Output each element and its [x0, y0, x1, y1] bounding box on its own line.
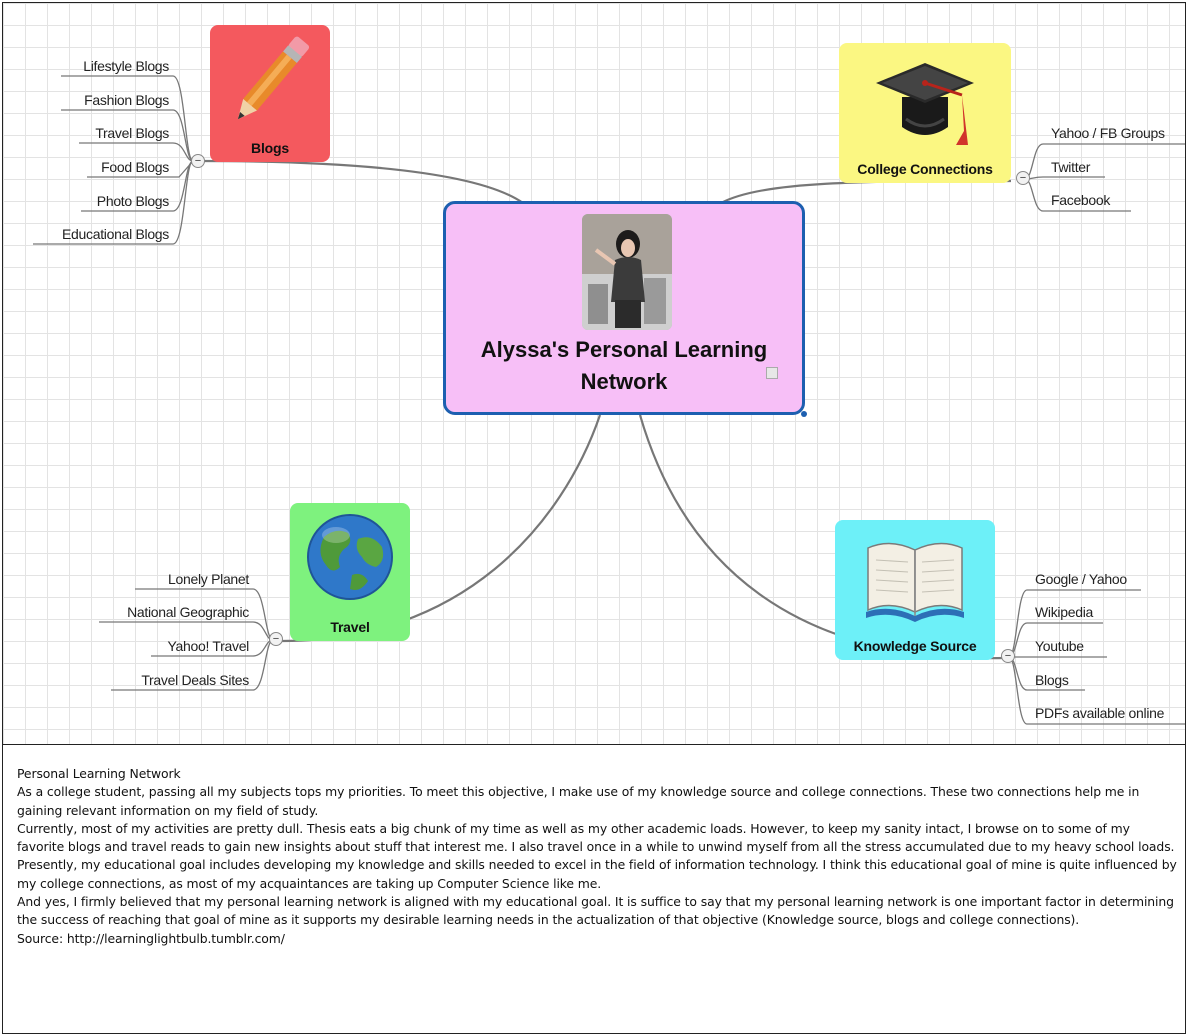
profile-photo	[582, 214, 672, 330]
blogs-item-food[interactable]: Food Blogs	[101, 159, 169, 175]
travel-item-yahoo-travel[interactable]: Yahoo! Travel	[167, 638, 250, 654]
resize-handle[interactable]	[801, 411, 807, 417]
topic-blogs-title: Blogs	[251, 140, 289, 156]
note-icon[interactable]	[766, 367, 778, 379]
central-title: Alyssa's Personal Learning Network	[446, 334, 802, 398]
description-heading: Personal Learning Network	[17, 766, 181, 781]
topic-college-connections[interactable]: College Connections	[839, 43, 1011, 183]
college-item-yahoo-fb-groups[interactable]: Yahoo / FB Groups	[1051, 125, 1165, 141]
blogs-sub-lines	[33, 75, 194, 245]
knowledge-item-blogs[interactable]: Blogs	[1035, 672, 1069, 688]
description-paragraph: Presently, my educational goal includes …	[17, 857, 1177, 891]
open-book-icon	[835, 526, 995, 626]
topic-travel-title: Travel	[330, 619, 370, 635]
travel-item-national-geographic[interactable]: National Geographic	[127, 604, 249, 620]
knowledge-item-google-yahoo[interactable]: Google / Yahoo	[1035, 571, 1127, 587]
travel-item-lonely-planet[interactable]: Lonely Planet	[168, 571, 249, 587]
travel-item-travel-deals-sites[interactable]: Travel Deals Sites	[141, 672, 249, 688]
description-paragraph: And yes, I firmly believed that my perso…	[17, 894, 1174, 928]
collapse-blogs-button[interactable]: −	[191, 154, 205, 168]
central-title-line2: Network	[580, 369, 668, 394]
collapse-college-button[interactable]: −	[1016, 171, 1030, 185]
college-item-facebook[interactable]: Facebook	[1051, 192, 1111, 208]
branch-blogs	[198, 159, 524, 204]
pencil-icon	[210, 31, 330, 131]
topic-blogs[interactable]: Blogs	[210, 25, 330, 162]
blogs-item-lifestyle[interactable]: Lifestyle Blogs	[83, 58, 169, 74]
description-paragraph: Currently, most of my activities are pre…	[17, 820, 1175, 855]
blogs-item-educational[interactable]: Educational Blogs	[62, 226, 169, 242]
knowledge-item-pdfs[interactable]: PDFs available online	[1035, 705, 1165, 721]
knowledge-item-wikipedia[interactable]: Wikipedia	[1035, 604, 1093, 620]
collapse-travel-button[interactable]: −	[269, 632, 283, 646]
topic-knowledge-source[interactable]: Knowledge Source	[835, 520, 995, 660]
collapse-knowledge-button[interactable]: −	[1001, 649, 1015, 663]
blogs-item-travel[interactable]: Travel Blogs	[95, 125, 169, 141]
description-paragraph: As a college student, passing all my sub…	[17, 784, 1140, 818]
description-source: Source: http://learninglightbulb.tumblr.…	[17, 930, 285, 946]
globe-icon	[290, 509, 410, 605]
college-item-twitter[interactable]: Twitter	[1051, 159, 1091, 175]
blogs-item-fashion[interactable]: Fashion Blogs	[84, 92, 169, 108]
branch-college	[720, 179, 1012, 204]
central-topic[interactable]: Alyssa's Personal Learning Network	[443, 201, 807, 417]
central-title-line1: Alyssa's Personal Learning	[480, 337, 768, 362]
topic-knowledge-title: Knowledge Source	[853, 638, 977, 654]
description-text: Personal Learning Network As a college s…	[17, 765, 1177, 948]
blogs-item-photo[interactable]: Photo Blogs	[96, 193, 170, 209]
graduation-cap-icon	[839, 49, 1011, 159]
topic-college-title: College Connections	[857, 161, 993, 177]
topic-travel[interactable]: Travel	[290, 503, 410, 641]
mind-map-canvas: Alyssa's Personal Learning Network	[3, 3, 1185, 745]
knowledge-item-youtube[interactable]: Youtube	[1035, 638, 1084, 654]
